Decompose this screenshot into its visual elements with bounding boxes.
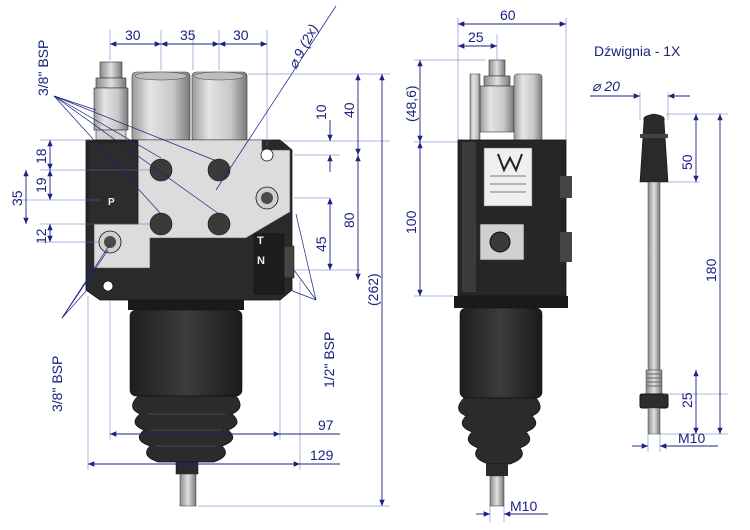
- dim-side-m10: M10: [510, 498, 537, 514]
- lever-dim-m10: M10: [678, 430, 705, 446]
- dim-right-40: 40: [341, 102, 357, 118]
- lever-dimensions: ⌀ 20 50 180 25 M10: [590, 78, 728, 452]
- dim-side-25: 25: [468, 29, 484, 45]
- lever-handle: [639, 113, 669, 435]
- dim-top-1: 30: [125, 27, 141, 43]
- dim-width-129: 129: [310, 447, 334, 463]
- lever-title: Dźwignia - 1X: [594, 43, 681, 59]
- bsp-label-bottom: 3/8" BSP: [49, 356, 65, 412]
- dim-side-60: 60: [500, 7, 516, 23]
- dim-side-48-6: (48,6): [403, 85, 419, 122]
- dim-left-12: 12: [33, 228, 49, 244]
- dim-side-100: 100: [403, 210, 419, 234]
- dim-right-45: 45: [313, 236, 329, 252]
- lever-dim-25: 25: [679, 392, 695, 408]
- bsp-label-top: 3/8" BSP: [35, 40, 51, 96]
- side-view: [454, 59, 572, 507]
- dim-top-3: 30: [233, 27, 249, 43]
- port-label-p: P: [108, 197, 115, 208]
- port-label-n: N: [257, 255, 265, 267]
- side-joystick-housing: [459, 307, 543, 399]
- dim-hole-diameter: ⌀ 9 (2x): [285, 21, 322, 71]
- dim-width-97: 97: [318, 417, 334, 433]
- port-label-t: T: [257, 235, 264, 247]
- dim-total-height: (262): [365, 273, 381, 306]
- front-view: P T N: [85, 61, 295, 507]
- side-top-fitting: [469, 59, 543, 143]
- dim-right-10: 10: [313, 104, 329, 120]
- front-rubber-boot: [132, 395, 241, 507]
- side-valve-body: [454, 139, 572, 308]
- dim-left-18: 18: [33, 148, 49, 164]
- front-valve-body: [85, 139, 295, 301]
- side-dimensions: 60 25 (48,6) 100 M10: [403, 7, 567, 522]
- lever-dim-180: 180: [703, 258, 719, 282]
- side-rubber-boot: [458, 397, 541, 507]
- lever-dim-50: 50: [679, 154, 695, 170]
- lever-dim-diameter: ⌀ 20: [592, 78, 620, 94]
- front-top-fitting: [93, 61, 129, 141]
- front-dimensions: 30 35 30 ⌀ 9 (2x) 10 40 80 45 (262) 18 1…: [9, 5, 390, 507]
- lever-view: Dźwignia - 1X: [594, 43, 681, 435]
- dim-left-35: 35: [9, 190, 25, 206]
- bsp-label-half: 1/2" BSP: [321, 332, 337, 388]
- dim-top-2: 35: [180, 27, 196, 43]
- front-joystick-housing: [128, 300, 244, 397]
- front-spool-caps: [131, 71, 248, 143]
- dim-right-80: 80: [341, 212, 357, 228]
- dim-left-19: 19: [33, 177, 49, 193]
